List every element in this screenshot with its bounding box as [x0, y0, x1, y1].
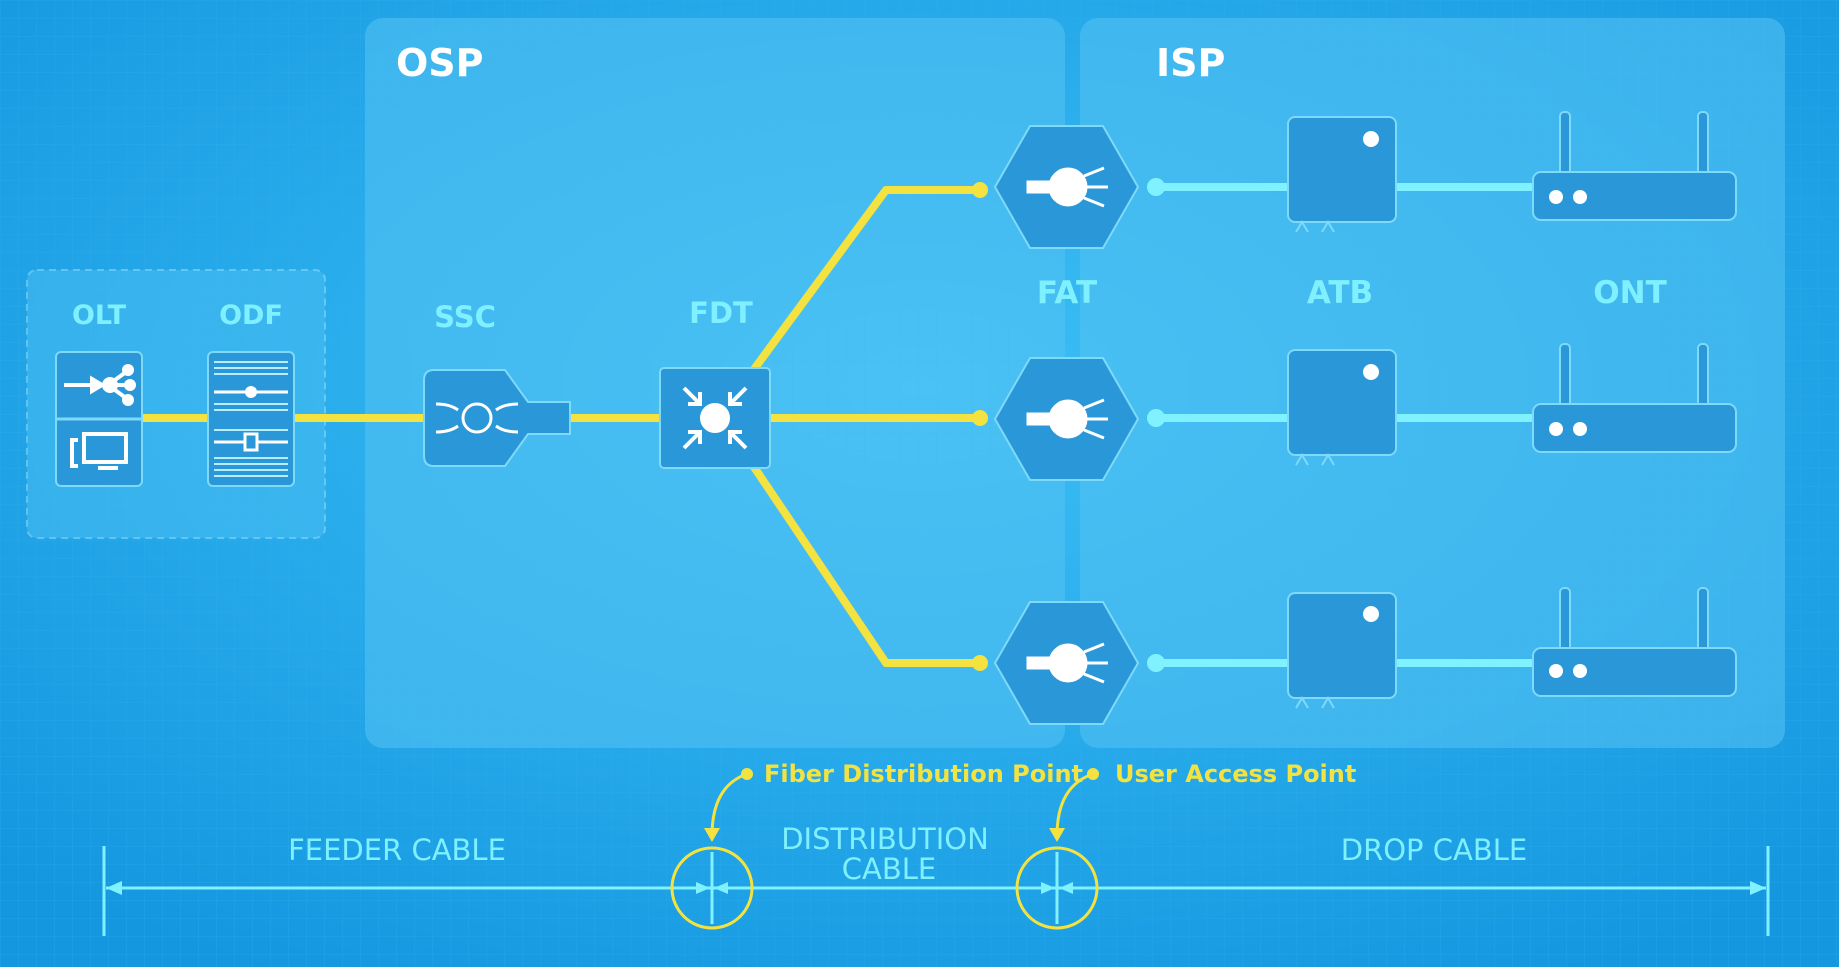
- atb-label: ATB: [1307, 275, 1373, 311]
- fiber-distribution-point-label: Fiber Distribution Point: [764, 760, 1083, 788]
- distribution-end-middle: [972, 410, 988, 426]
- user-access-point-callout: User Access Point: [1049, 760, 1356, 842]
- odf-port-dot: [245, 386, 257, 398]
- odf-label: ODF: [219, 300, 283, 331]
- odf-icon: [207, 351, 295, 487]
- ssc-label: SSC: [434, 300, 496, 334]
- ssc-icon: [423, 369, 571, 467]
- fat-label: FAT: [1037, 275, 1097, 311]
- fat-icon-bottom: [993, 601, 1140, 725]
- distribution-line-bottom: [748, 461, 980, 667]
- fdt-icon: [659, 367, 771, 469]
- fat-icon-middle: [993, 357, 1140, 481]
- cable-dimension-line: [102, 846, 1770, 936]
- distribution-end-top: [972, 182, 988, 198]
- hub-arrows-icon: [682, 386, 748, 450]
- splitter-arrow-icon: [64, 364, 136, 406]
- hexagon-splitter-icon: [1026, 642, 1108, 684]
- ont-icon-bottom: [1532, 587, 1737, 697]
- distribution-cable-label-line2: CABLE: [842, 852, 936, 886]
- olt-label: OLT: [72, 300, 127, 331]
- patch-panel-icon: [214, 361, 288, 477]
- drop-start-top: [1147, 178, 1165, 196]
- drop-start-middle: [1147, 409, 1165, 427]
- olt-icon: [55, 351, 143, 487]
- fdt-label: FDT: [689, 296, 753, 330]
- ont-label: ONT: [1593, 275, 1666, 311]
- feeder-cable-label: FEEDER CABLE: [288, 833, 506, 867]
- odf-port-slot: [243, 432, 259, 452]
- ont-icon-top: [1532, 111, 1737, 221]
- fiber-distribution-point-marker: [670, 846, 754, 930]
- drop-cable-label: DROP CABLE: [1341, 833, 1527, 867]
- computer-icon: [70, 432, 128, 470]
- distribution-cable-label-line1: DISTRIBUTION: [781, 822, 989, 856]
- fat-icon-top: [993, 125, 1140, 249]
- hexagon-splitter-icon: [1026, 398, 1108, 440]
- atb-icon-bottom: [1287, 592, 1397, 709]
- fiber-distribution-point-callout: Fiber Distribution Point: [704, 760, 1083, 842]
- hexagon-splitter-icon: [1026, 166, 1108, 208]
- user-access-point-label: User Access Point: [1115, 760, 1356, 788]
- user-access-point-marker: [1015, 846, 1099, 930]
- isp-title: ISP: [1156, 41, 1225, 85]
- splice-closure-icon: [435, 402, 519, 434]
- atb-icon-top: [1287, 116, 1397, 233]
- isp-panel: [1080, 18, 1785, 748]
- ont-icon-middle: [1532, 343, 1737, 453]
- atb-icon-middle: [1287, 349, 1397, 466]
- osp-title: OSP: [396, 41, 484, 85]
- drop-start-bottom: [1147, 654, 1165, 672]
- distribution-line-top: [748, 186, 980, 375]
- distribution-end-bottom: [972, 655, 988, 671]
